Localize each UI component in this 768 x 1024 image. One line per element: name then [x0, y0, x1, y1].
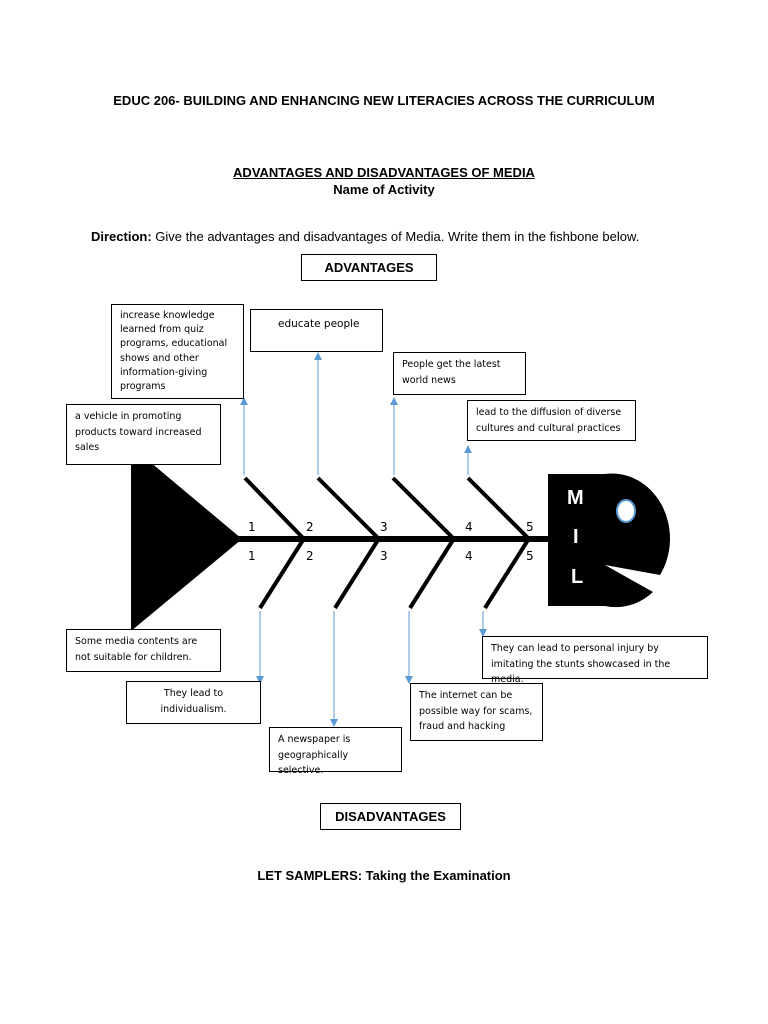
fish-eye — [616, 499, 636, 523]
upper-number-3: 3 — [380, 520, 388, 534]
disadvantage-box-1: Some media contents are not suitable for… — [66, 629, 221, 672]
advantages-header: ADVANTAGES — [301, 254, 437, 281]
upper-number-1: 1 — [248, 520, 256, 534]
advantage-box-5: lead to the diffusion of diverse culture… — [467, 400, 636, 441]
upper-number-4: 4 — [465, 520, 473, 534]
advantage-arrows — [240, 352, 472, 475]
disadvantages-header: DISADVANTAGES — [320, 803, 461, 830]
lower-number-3: 3 — [380, 549, 388, 563]
advantage-box-3: educate people — [250, 309, 383, 352]
head-letter-m: M — [567, 487, 584, 509]
disadvantage-box-4: The internet can be possible way for sca… — [410, 683, 543, 741]
direction-line: Direction: Give the advantages and disad… — [91, 229, 639, 244]
advantage-box-4: People get the latest world news — [393, 352, 526, 395]
footer-note: LET SAMPLERS: Taking the Examination — [257, 868, 511, 883]
lower-number-2: 2 — [306, 549, 314, 563]
activity-subtitle: Name of Activity — [333, 182, 435, 197]
lower-bones — [258, 538, 530, 610]
head-letter-i: I — [573, 526, 579, 548]
upper-number-5: 5 — [526, 520, 534, 534]
fish-tail — [131, 446, 242, 631]
advantage-box-1: a vehicle in promoting products toward i… — [66, 404, 221, 465]
lower-number-5: 5 — [526, 549, 534, 563]
course-title: EDUC 206- BUILDING AND ENHANCING NEW LIT… — [113, 93, 655, 108]
direction-text: Give the advantages and disadvantages of… — [155, 229, 640, 244]
disadvantage-box-3: A newspaper is geographically selective. — [269, 727, 402, 776]
direction-label: Direction: — [91, 229, 152, 244]
fish-head — [548, 473, 670, 608]
advantage-box-2: increase knowledge learned from quiz pro… — [111, 304, 244, 399]
disadvantage-box-5: They can lead to personal injury by imit… — [482, 636, 708, 685]
head-letter-l: L — [571, 566, 584, 588]
lower-number-1: 1 — [248, 549, 256, 563]
disadvantage-box-2: They lead to individualism. — [126, 681, 261, 724]
disadvantage-arrows — [256, 611, 487, 727]
upper-number-2: 2 — [306, 520, 314, 534]
upper-bones — [243, 476, 530, 540]
activity-title: ADVANTAGES AND DISADVANTAGES OF MEDIA — [233, 165, 535, 180]
lower-number-4: 4 — [465, 549, 473, 563]
